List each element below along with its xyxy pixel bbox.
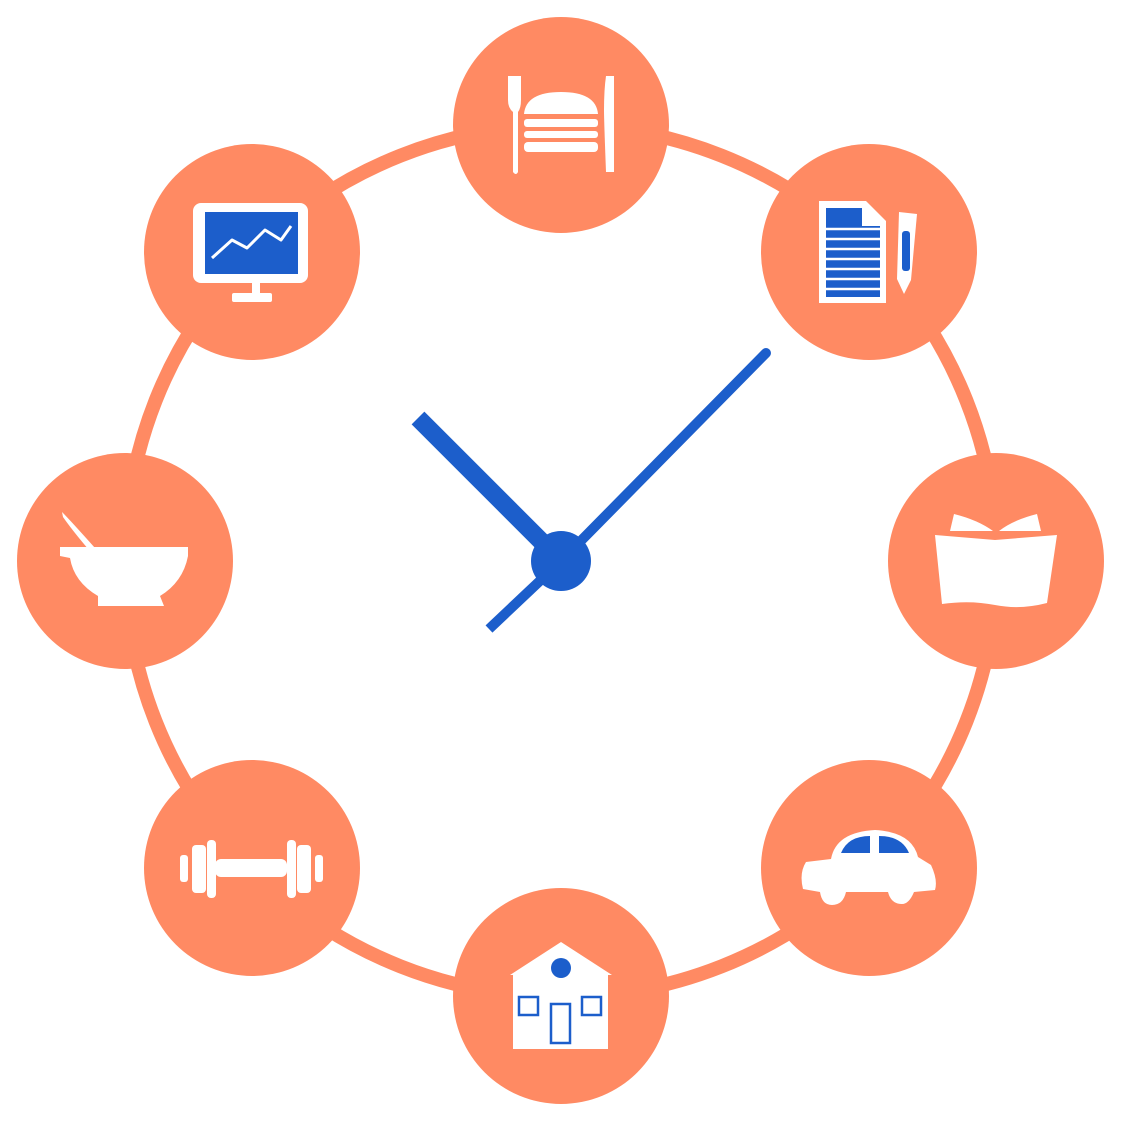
bowl-icon [60,512,188,606]
dumbbell-icon [180,840,323,898]
car-icon [801,830,936,905]
computer-icon [193,203,308,302]
house-icon [510,942,612,1049]
hour-hand [411,411,568,568]
clock-center [531,531,591,591]
minute-hand [556,348,771,566]
reading-icon [935,514,1057,608]
paperwork-icon [819,201,917,303]
meal-icon [508,76,614,174]
clock-hands [411,348,771,633]
